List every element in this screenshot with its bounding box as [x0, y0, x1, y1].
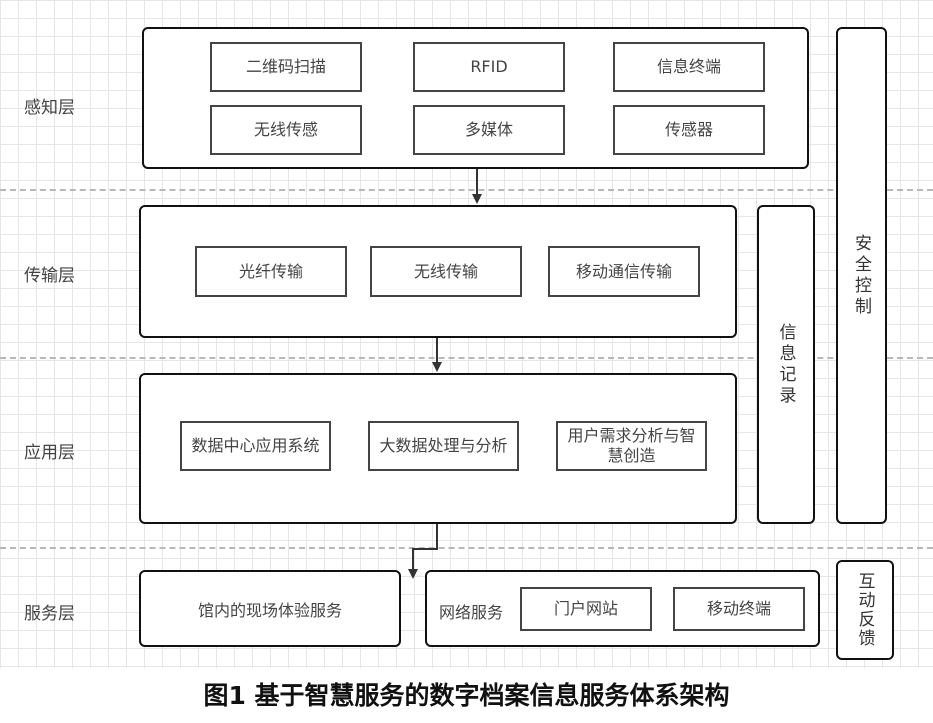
layer-divider-2: [0, 357, 933, 359]
layer-label-service: 服务层: [24, 604, 75, 624]
figure-caption: 图1 基于智慧服务的数字档案信息服务体系架构: [203, 681, 730, 710]
layer-divider-3: [0, 547, 933, 549]
onsite-service-box: 馆内的现场体验服务: [139, 570, 401, 647]
layer-label-perception: 感知层: [24, 98, 75, 118]
info-record-panel: 信息记录: [757, 205, 815, 524]
interactive-feedback-label: 互动反馈: [854, 572, 875, 648]
info-record-label: 信息记录: [775, 322, 796, 407]
onsite-service-label: 馆内的现场体验服务: [197, 600, 342, 620]
security-control-label: 安全控制: [851, 233, 871, 318]
perception-item: 传感器: [613, 105, 765, 155]
layer-label-application: 应用层: [24, 443, 75, 463]
flow-arrows: [408, 169, 482, 579]
layer-label-transmission: 传输层: [24, 266, 75, 286]
network-service-item: 门户网站: [520, 587, 652, 631]
network-service-label: 网络服务: [439, 603, 504, 622]
application-item: 数据中心应用系统: [180, 421, 331, 471]
transmission-item: 光纤传输: [195, 246, 347, 297]
network-service-item: 移动终端: [673, 587, 805, 631]
application-item: 大数据处理与分析: [368, 421, 519, 471]
perception-item: 多媒体: [413, 105, 565, 155]
perception-item: RFID: [413, 42, 565, 92]
perception-item: 二维码扫描: [210, 42, 362, 92]
perception-item: 信息终端: [613, 42, 765, 92]
transmission-item: 移动通信传输: [548, 246, 700, 297]
security-control-panel: 安全控制: [836, 27, 887, 524]
perception-item: 无线传感: [210, 105, 362, 155]
application-item: 用户需求分析与智慧创造: [556, 421, 707, 471]
interactive-feedback-panel: 互动反馈: [836, 560, 894, 660]
transmission-item: 无线传输: [370, 246, 522, 297]
arrow-application-to-service: [408, 524, 438, 579]
layer-divider-1: [0, 189, 933, 191]
